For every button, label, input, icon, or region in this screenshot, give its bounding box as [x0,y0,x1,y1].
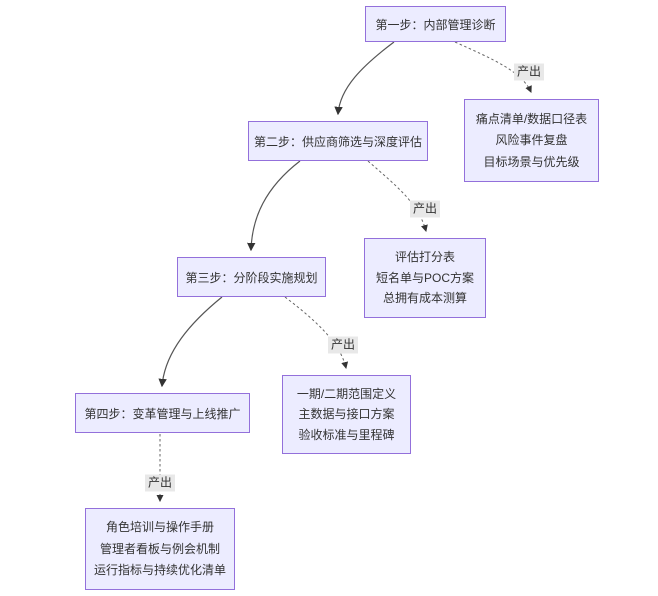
step-node-1-label: 第一步：内部管理诊断 [375,17,496,32]
edge-step2-to-output2 [367,160,428,233]
step-node-4: 第四步：变革管理与上线推广 [75,393,250,433]
edge-step1-to-output1 [454,41,532,93]
edge-step3-to-output3 [284,296,349,370]
edge-label-chip-3: 产出 [327,336,359,354]
output-item: 管理者看板与例会机制 [99,541,220,556]
output-node-2: 评估打分表 短名单与POC方案 总拥有成本测算 [364,238,486,318]
step-node-3-label: 第三步：分阶段实施规划 [185,270,318,285]
output-item: 角色培训与操作手册 [105,520,214,535]
output-item: 运行指标与持续优化清单 [93,563,226,578]
edge-step2-to-step3 [247,160,301,252]
edge-label-chip-4: 产出 [144,474,176,492]
step-node-2: 第二步：供应商筛选与深度评估 [248,121,428,161]
edge-label-chip-2: 产出 [409,200,441,218]
output-node-4: 角色培训与操作手册 管理者看板与例会机制 运行指标与持续优化清单 [85,508,235,590]
edge-step3-to-step4 [158,296,223,388]
output-item: 总拥有成本测算 [382,291,467,306]
edge-step1-to-step2 [334,41,395,116]
output-item: 主数据与接口方案 [298,407,395,422]
edge-label-chip-1: 产出 [513,63,545,81]
step-node-2-label: 第二步：供应商筛选与深度评估 [253,134,422,149]
output-item: 目标场景与优先级 [483,154,580,169]
output-item: 一期/二期范围定义 [296,386,397,401]
step-node-1: 第一步：内部管理诊断 [365,6,506,42]
step-node-4-label: 第四步：变革管理与上线推广 [84,406,241,421]
output-node-3: 一期/二期范围定义 主数据与接口方案 验收标准与里程碑 [282,375,411,454]
step-node-3: 第三步：分阶段实施规划 [177,257,326,297]
output-item: 痛点清单/数据口径表 [475,111,588,126]
output-item: 验收标准与里程碑 [298,427,395,442]
output-item: 短名单与POC方案 [375,270,474,285]
output-item: 风险事件复盘 [495,133,568,148]
output-item: 评估打分表 [394,250,455,265]
output-node-1: 痛点清单/数据口径表 风险事件复盘 目标场景与优先级 [464,99,599,182]
